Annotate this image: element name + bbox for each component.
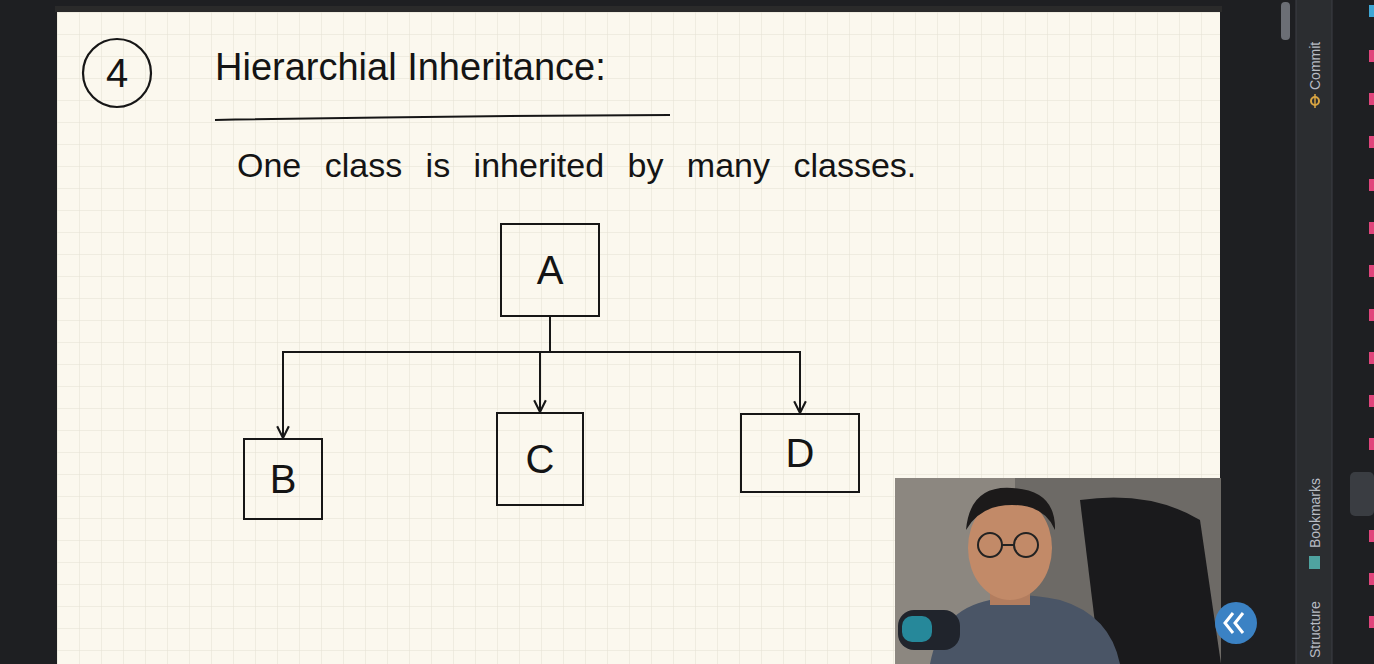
panel-tab: Bookmarks <box>1306 478 1324 548</box>
class-name: D <box>786 431 815 475</box>
inheritance-arrow <box>283 317 550 438</box>
class-box: B <box>243 438 323 520</box>
class-name: B <box>270 457 297 501</box>
channel-logo <box>1215 602 1257 644</box>
heading: Hierarchial Inheritance: <box>215 46 606 89</box>
webcam-image <box>895 478 1221 664</box>
section-number: 4 <box>83 39 151 107</box>
title-underline <box>215 115 670 120</box>
panel-tab: Structure <box>1306 601 1324 658</box>
gutter-mark <box>1369 5 1374 17</box>
panel-divider <box>1332 0 1333 664</box>
class-name: A <box>537 248 564 292</box>
panel-divider <box>1296 0 1297 664</box>
class-box: A <box>500 223 600 317</box>
scrollbar <box>1281 2 1290 40</box>
commit-icon <box>1314 94 1316 108</box>
gutter-marks <box>1369 50 1374 628</box>
paper-grid <box>57 12 1220 664</box>
panel-highlight <box>1350 472 1374 516</box>
class-box: D <box>740 413 860 493</box>
bookmark-icon <box>1309 556 1320 569</box>
inheritance-arrow <box>540 317 550 412</box>
number-circle <box>83 39 151 107</box>
side-panel <box>1296 0 1332 664</box>
class-box: C <box>496 412 584 506</box>
panel-tab: Commit <box>1306 42 1324 90</box>
inheritance-arrow <box>550 317 800 413</box>
definition-note: One class is inherited by many classes. <box>237 146 916 185</box>
paper-edge <box>55 6 1222 12</box>
class-name: C <box>526 437 555 481</box>
paper <box>57 12 1220 664</box>
